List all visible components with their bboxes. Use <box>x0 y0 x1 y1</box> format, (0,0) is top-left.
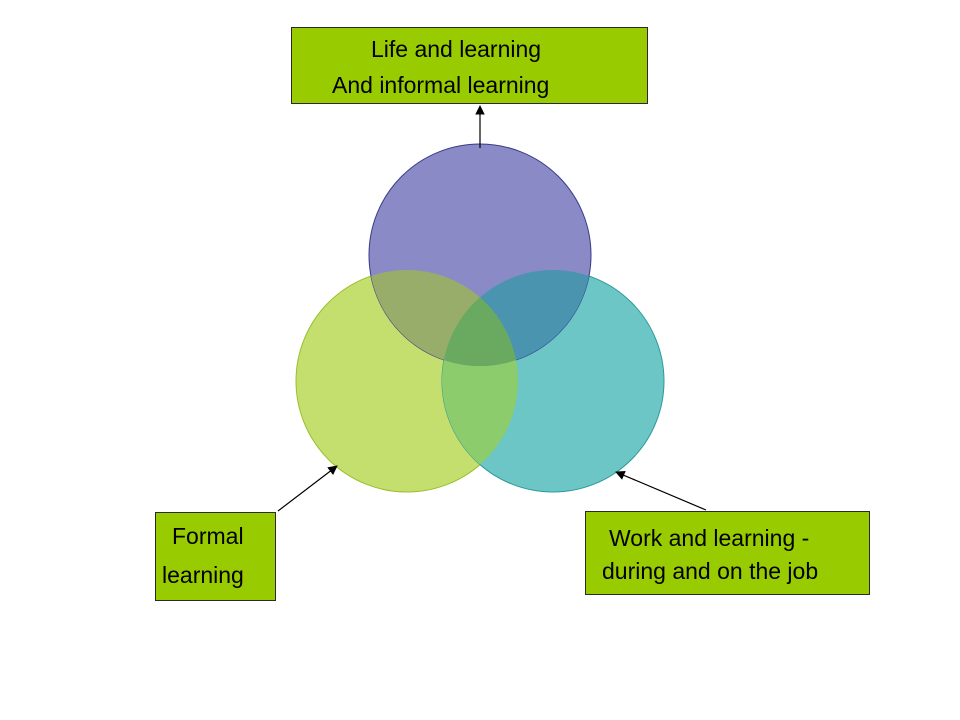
label-formal-line-1: Formal <box>172 523 244 549</box>
label-formal-line-2: learning <box>162 562 244 588</box>
label-work-line-2: during and on the job <box>602 558 819 584</box>
overlap-center <box>442 270 518 366</box>
label-box-formal-learning: Formal learning <box>155 512 276 601</box>
arrow-from-left-box <box>277 465 338 512</box>
label-work-line-1: Work and learning - <box>609 525 810 551</box>
label-box-work-learning: Work and learning - during and on the jo… <box>585 511 870 595</box>
arrow-from-right-box <box>615 470 707 511</box>
label-informal-line-2: And informal learning <box>332 72 550 98</box>
label-box-informal-learning: Life and learning And informal learning <box>291 27 648 104</box>
label-informal-line-1: Life and learning <box>371 36 542 62</box>
